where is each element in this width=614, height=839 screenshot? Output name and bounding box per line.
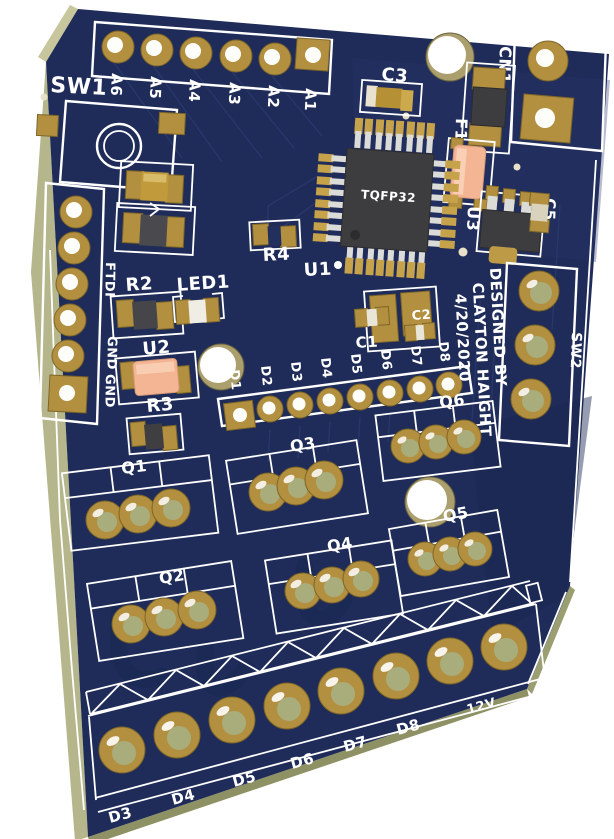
terminal-label: D3 [106,803,134,827]
r4-label: R4 [262,244,290,266]
copper-pour-shadow [470,396,592,636]
component-led1: LED1 [172,271,231,325]
component-sw2: SW2 [497,261,584,448]
tqfp-pin1-dot [350,230,361,241]
terminal-label-12v: 12V [465,696,498,718]
gnd-label: GND [101,374,117,408]
analog-pin-label: A3 [225,82,244,106]
terminal-strip: D3 D4 D5 D6 D7 D8 12V [87,603,548,827]
f1-label: F1 [451,118,471,142]
via [513,163,521,171]
component-polarized-cap [442,136,496,213]
digital-pin-label: D5 [347,353,364,375]
component-smd-pair [113,160,197,256]
r2-label: R2 [125,273,154,296]
analog-pin-label: A6 [107,73,126,97]
tqfp-package-label: TQFP32 [361,187,417,205]
board-edge-bevel-right [527,586,575,694]
c2-label: C2 [411,308,432,324]
q3-label: Q3 [289,433,317,456]
ftdi-header: FTDI GND GND [38,181,119,426]
component-f1: F1 [451,61,516,155]
tqfp-body [339,147,435,253]
analog-pin-pads [101,30,331,76]
digital-pin-label: D7 [407,345,424,367]
component-q6: Q6 [374,390,502,482]
ftdi-label: FTDI [101,262,117,298]
digital-pin-label: D3 [287,361,304,383]
sw2-pads [510,270,560,420]
silk-right-edge-line [569,159,597,583]
board-edge-top-left-bevel [38,5,78,62]
via [458,247,468,257]
credits-line3: 4/20/2020 [451,293,474,382]
silk-hatched-bar [85,580,544,715]
component-u2: U2 [114,337,200,406]
sw1-label: SW1 [50,73,108,101]
q5-label: Q5 [441,503,470,526]
component-c2: C2 [403,308,437,342]
component-c3: C3 [358,64,424,118]
component-r4: R4 [248,218,302,266]
q6-label: Q6 [438,390,466,412]
digital-pin-pads [222,371,463,432]
digital-pin-label: D1 [226,369,243,391]
terminal-label: D5 [230,767,258,791]
q1-label: Q1 [120,456,148,478]
sw2-label: SW2 [567,332,584,369]
analog-pin-label: A5 [146,76,165,100]
analog-pin-label: A4 [185,79,204,103]
c1-label: C1 [355,332,379,352]
terminal-pads [98,623,528,774]
component-c1: C1 [353,305,391,352]
analog-pin-label: A2 [264,85,283,109]
digital-pin-label: D8 [435,341,452,363]
silk-bevel-line [527,591,567,685]
component-u3: U3 [463,184,547,265]
via [40,93,48,101]
terminal-label: D4 [169,785,197,809]
analog-header: A6 A5 A4 A3 A2 A1 [90,20,334,112]
r3-label: R3 [146,394,175,417]
digital-pin-label: D6 [377,349,394,371]
terminal-label: D8 [394,715,422,739]
component-q5: Q5 [387,503,511,598]
u1-label: U1 [303,259,332,281]
u1-pin1-dot [334,261,342,269]
component-r2: R2 [109,273,185,340]
component-q3: Q3 [224,433,370,535]
gnd-label: GND [103,336,119,370]
mounting-hole-left [197,343,245,391]
board-face [46,9,609,837]
digital-header: D1 D2 D3 D4 D5 D6 D7 D8 [216,341,474,432]
digital-pin-label: D2 [257,365,274,387]
component-q1: Q1 [60,454,220,552]
mounting-hole-top [425,32,475,82]
terminal-label: D7 [341,732,369,756]
analog-pin-label: A1 [301,88,320,112]
led1-label: LED1 [176,271,231,296]
component-u1-tqfp32: TQFP32 [312,117,461,279]
component-q2: Q2 [85,560,245,662]
terminal-label: D6 [288,749,316,773]
component-c5: C5 [528,191,559,234]
digital-pin-label: D4 [317,357,334,379]
component-r3: R3 [125,394,185,456]
component-q4: Q4 [263,533,405,635]
ftdi-pin-pads [47,195,93,414]
mounting-hole-center [404,476,456,528]
